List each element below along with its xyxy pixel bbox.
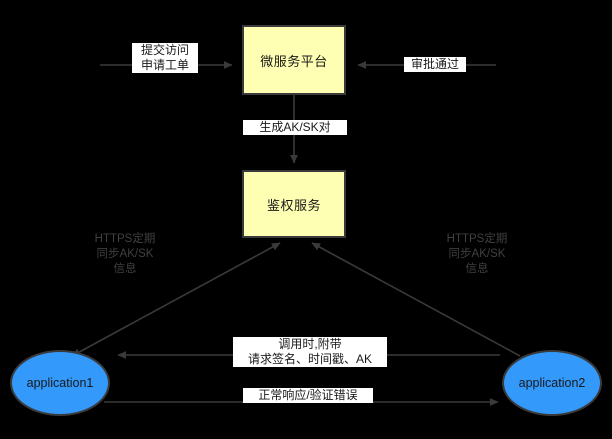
node-auth-service-label: 鉴权服务 (266, 197, 321, 213)
edge-label-generate-aksk: 生成AK/SK对 (243, 120, 347, 135)
node-platform[interactable]: 微服务平台 (242, 25, 346, 95)
node-application1-label: application1 (26, 376, 94, 390)
edge-sync-left (71, 242, 281, 357)
node-application1[interactable]: application1 (10, 350, 110, 416)
edge-label-call-with-signature: 调用时,附带 请求签名、时间戳、AK (233, 337, 387, 367)
node-auth-service[interactable]: 鉴权服务 (242, 170, 346, 238)
edge-label-approval-passed: 审批通过 (404, 57, 466, 72)
node-application2[interactable]: application2 (502, 350, 602, 416)
edge-label-normal-response: 正常响应/验证错误 (243, 388, 373, 403)
edge-label-submit-request: 提交访问 申请工单 (132, 43, 198, 73)
node-platform-label: 微服务平台 (260, 53, 328, 69)
edge-sync-right (311, 242, 521, 357)
edge-label-sync-left: HTTPS定期 同步AK/SK 信息 (94, 233, 156, 275)
node-application2-label: application2 (518, 376, 586, 390)
edge-label-sync-right: HTTPS定期 同步AK/SK 信息 (446, 233, 508, 275)
